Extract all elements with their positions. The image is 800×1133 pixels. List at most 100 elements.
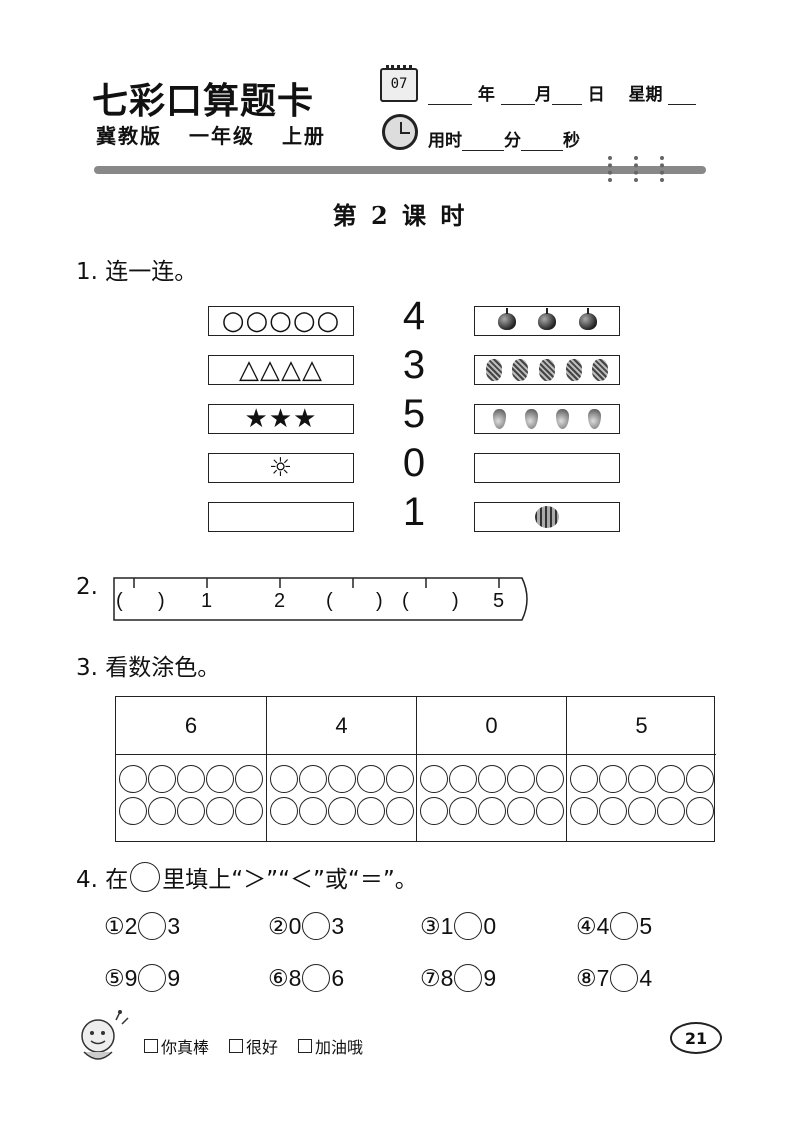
answer-circle[interactable] [610, 912, 639, 940]
color-circle[interactable] [686, 797, 714, 825]
item-mark: ① [104, 912, 125, 939]
checkbox[interactable] [229, 1039, 244, 1053]
color-circle[interactable] [119, 765, 147, 793]
color-circle[interactable] [449, 797, 477, 825]
match-right-box[interactable] [474, 502, 620, 532]
match-left-box[interactable]: △△△△ [208, 355, 354, 385]
answer-circle[interactable] [302, 964, 331, 992]
color-circle[interactable] [270, 765, 298, 793]
answer-circle[interactable] [302, 912, 331, 940]
apple-icon [497, 307, 516, 330]
color-circle[interactable] [235, 797, 263, 825]
color-circle[interactable] [657, 797, 685, 825]
checkbox[interactable] [144, 1039, 158, 1053]
rating-option[interactable]: 很好 [229, 1034, 278, 1058]
volume: 上册 [281, 124, 326, 148]
color-circle[interactable] [299, 765, 327, 793]
color-circle[interactable] [478, 765, 506, 793]
color-circle[interactable] [206, 765, 234, 793]
color-circle[interactable] [299, 797, 327, 825]
answer-circle[interactable] [138, 912, 167, 940]
color-circle[interactable] [119, 797, 147, 825]
circle-icon [130, 862, 161, 892]
weekday-blank[interactable] [668, 87, 697, 105]
rating-option[interactable]: 你真棒 [144, 1034, 209, 1058]
color-circle[interactable] [177, 797, 205, 825]
pear-icon [524, 409, 538, 429]
second-blank[interactable] [521, 133, 563, 151]
color-circle[interactable] [357, 797, 385, 825]
color-circle[interactable] [148, 797, 176, 825]
time-fields: 用时分秒 [428, 126, 580, 151]
color-circle[interactable] [507, 797, 535, 825]
color-circle[interactable] [628, 797, 656, 825]
color-circle[interactable] [357, 765, 385, 793]
grid-header: 0 [417, 697, 566, 755]
match-right-box[interactable] [474, 306, 620, 336]
match-left-box[interactable] [208, 502, 354, 532]
match-number: 3 [402, 343, 426, 387]
month-blank[interactable] [500, 87, 535, 105]
color-circle[interactable] [536, 765, 564, 793]
answer-circle[interactable] [454, 912, 483, 940]
answer-circle[interactable] [454, 964, 483, 992]
question-1-title: 1. 连一连。 [76, 259, 198, 285]
number-ruler[interactable]: ( ) 1 2 ( ) ( ) 5 [112, 576, 532, 622]
year-blank[interactable] [428, 87, 472, 105]
operand-b: 9 [167, 964, 181, 991]
operand-b: 6 [331, 964, 345, 991]
color-circle[interactable] [235, 765, 263, 793]
day-blank[interactable] [551, 87, 582, 105]
minute-blank[interactable] [462, 133, 504, 151]
color-circle[interactable] [570, 797, 598, 825]
date-fields: 年 月 日 星期 [428, 80, 697, 105]
color-circle[interactable] [570, 765, 598, 793]
operand-a: 1 [440, 912, 454, 939]
color-circle[interactable] [686, 765, 714, 793]
color-circle[interactable] [420, 797, 448, 825]
operand-b: 5 [639, 912, 653, 939]
color-circle[interactable] [148, 765, 176, 793]
pineapple-icon [485, 359, 502, 381]
grid-header: 4 [267, 697, 416, 755]
color-circle[interactable] [206, 797, 234, 825]
ruler-label: 5 [493, 590, 505, 612]
color-circle[interactable] [177, 765, 205, 793]
match-right-box[interactable] [474, 404, 620, 434]
match-right-box[interactable] [474, 355, 620, 385]
calendar-icon: 07 [380, 65, 418, 102]
rating-option[interactable]: 加油哦 [298, 1034, 363, 1058]
match-row: ★★★ 5 [208, 392, 620, 436]
circle-row [270, 797, 414, 825]
item-mark: ⑥ [268, 964, 289, 991]
question-4-title-post: 里填上“＞”“＜”或“＝”。 [162, 867, 418, 893]
color-circle[interactable] [420, 765, 448, 793]
color-circle[interactable] [449, 765, 477, 793]
color-circle[interactable] [599, 797, 627, 825]
color-circle[interactable] [270, 797, 298, 825]
ruler-label: 2 [274, 590, 286, 612]
color-circle[interactable] [536, 797, 564, 825]
match-left-box[interactable]: ○○○○○ [208, 306, 354, 336]
match-left-box[interactable]: ★★★ [208, 404, 354, 434]
checkbox[interactable] [298, 1039, 313, 1053]
circle-row [119, 797, 264, 825]
color-circle[interactable] [599, 765, 627, 793]
color-circle[interactable] [657, 765, 685, 793]
color-circle[interactable] [328, 765, 356, 793]
match-right-box[interactable] [474, 453, 620, 483]
answer-circle[interactable] [138, 964, 167, 992]
color-circle[interactable] [328, 797, 356, 825]
color-circle[interactable] [478, 797, 506, 825]
color-circle[interactable] [386, 765, 414, 793]
color-circle[interactable] [507, 765, 535, 793]
color-circle[interactable] [386, 797, 414, 825]
answer-circle[interactable] [610, 964, 639, 992]
match-left-box[interactable]: ☼ [208, 453, 354, 483]
ruler-blank-close: ) [376, 590, 383, 612]
color-circle[interactable] [628, 765, 656, 793]
